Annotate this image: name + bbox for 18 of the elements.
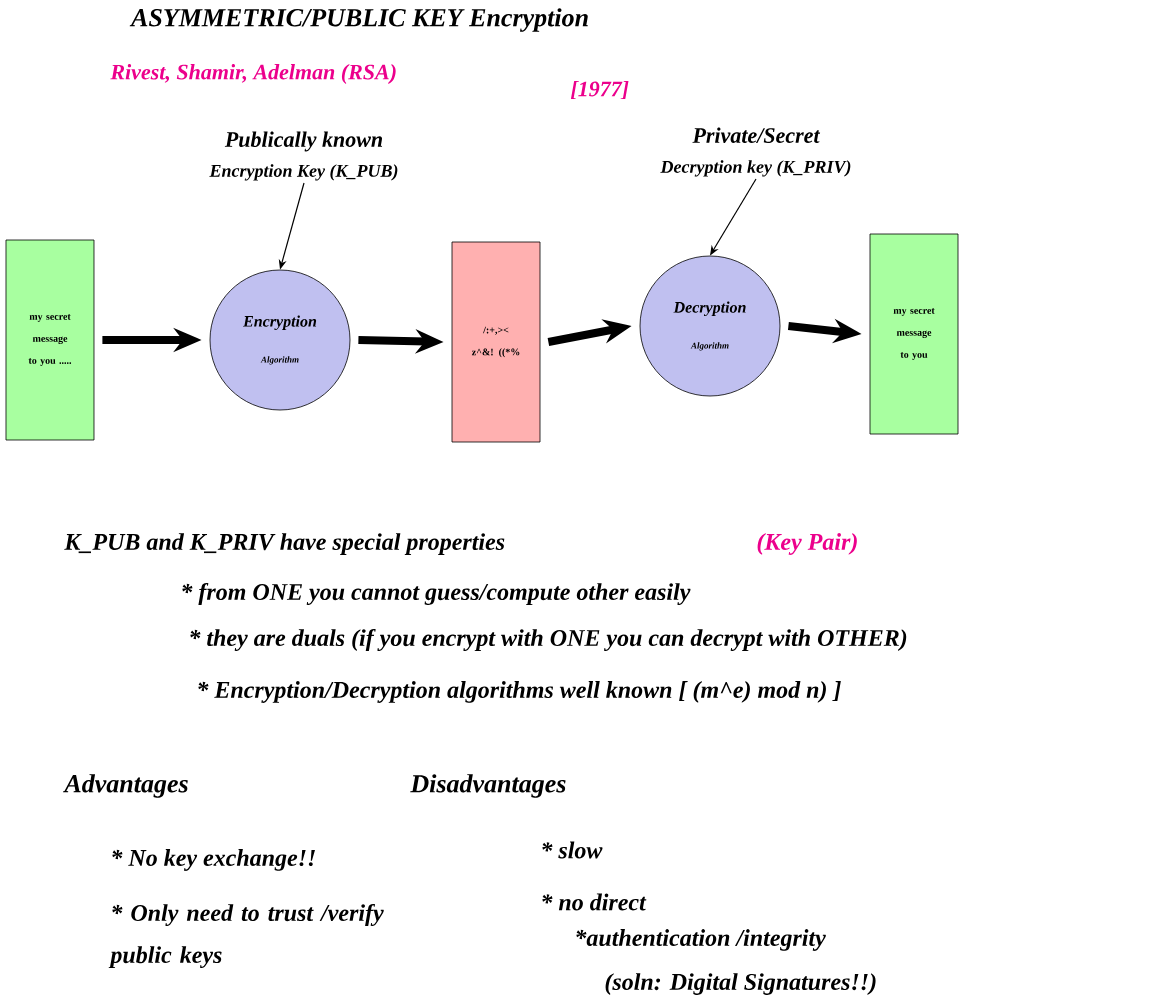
note-text: * Only need to trust /verify public keys [108, 903, 384, 969]
key-label: Private/Secret Decryption key (K_PRIV) [660, 127, 851, 177]
note-text: [1977] [570, 80, 629, 100]
note-text: * they are duals (if you encrypt with ONE you can decrypt with OTHER) [190, 628, 907, 652]
section-heading: Disadvantages [410, 774, 566, 798]
key-label: Publically known Encryption Key (K_PUB) [209, 131, 398, 181]
note-text: K_PUB and K_PRIV have special properties [64, 533, 505, 555]
note-text: * from ONE you cannot guess/compute other easily [182, 582, 691, 606]
note-text: * Encryption/Decryption algorithms well known [ (m^e) mod n) ] [198, 681, 841, 703]
note-text: (Key Pair) [757, 533, 857, 555]
section-heading: Advantages [63, 774, 188, 798]
note-text: * No key exchange!! [112, 849, 315, 871]
note-text: * no direct [542, 893, 647, 911]
note-text: Rivest, Shamir, Adelman (RSA) [110, 64, 396, 84]
note-text: *authentication /integrity [576, 929, 826, 951]
note-text: * slow [542, 841, 603, 859]
title: ASYMMETRIC/PUBLIC KEY Encryption [129, 8, 588, 32]
note-text: (soln: Digital Signatures!!) [605, 973, 876, 995]
